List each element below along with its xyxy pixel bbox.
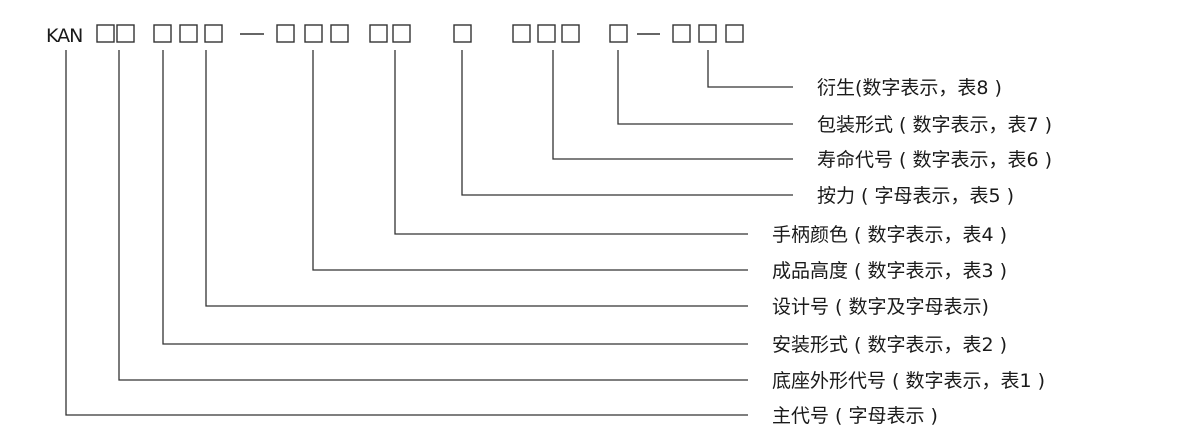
label-main-code: 主代号 ( 字母表示 ) — [772, 405, 938, 427]
box-base-shape-1 — [96, 24, 115, 43]
box-derivative-3 — [725, 24, 744, 43]
box-design-1 — [179, 24, 198, 43]
box-lifetime-1 — [512, 24, 531, 43]
box-lifetime-2 — [537, 24, 556, 43]
box-height-1 — [276, 24, 295, 43]
box-lifetime-3 — [561, 24, 580, 43]
leader-main-code — [65, 50, 748, 416]
label-mounting: 安装形式 ( 数字表示，表2 ) — [772, 334, 1007, 356]
leader-base-shape — [118, 50, 748, 381]
code-prefix: KAN — [46, 25, 82, 47]
label-base-shape: 底座外形代号 ( 数字表示，表1 ) — [772, 370, 1045, 392]
label-design-no: 设计号 ( 数字及字母表示) — [772, 296, 989, 318]
leader-lines — [65, 50, 793, 416]
label-packaging: 包装形式 ( 数字表示，表7 ) — [817, 114, 1052, 136]
label-lifetime: 寿命代号 ( 数字表示，表6 ) — [817, 149, 1052, 171]
box-color-2 — [392, 24, 411, 43]
leader-derivative — [707, 50, 793, 88]
box-base-shape-2 — [116, 24, 135, 43]
box-force — [453, 24, 472, 43]
box-mounting — [153, 24, 172, 43]
leader-handle-color — [394, 50, 748, 235]
label-force: 按力 ( 字母表示，表5 ) — [817, 185, 1014, 207]
box-height-3 — [330, 24, 349, 43]
box-derivative-2 — [698, 24, 717, 43]
leader-packaging — [617, 50, 793, 125]
box-packaging — [609, 24, 628, 43]
box-color-1 — [369, 24, 388, 43]
box-design-2 — [204, 24, 223, 43]
leader-lifetime — [552, 50, 793, 160]
leader-design-no — [205, 50, 748, 307]
leader-height — [312, 50, 748, 271]
label-handle-color: 手柄颜色 ( 数字表示，表4 ) — [772, 224, 1007, 246]
leader-mounting — [162, 50, 748, 345]
box-derivative-1 — [672, 24, 691, 43]
leader-force — [461, 50, 793, 196]
field-labels: 衍生(数字表示，表8 ) 包装形式 ( 数字表示，表7 ) 寿命代号 ( 数字表… — [772, 77, 1052, 427]
code-placeholder-boxes — [96, 24, 744, 43]
label-height: 成品高度 ( 数字表示，表3 ) — [772, 260, 1007, 282]
box-height-2 — [304, 24, 323, 43]
label-derivative: 衍生(数字表示，表8 ) — [817, 77, 1002, 99]
